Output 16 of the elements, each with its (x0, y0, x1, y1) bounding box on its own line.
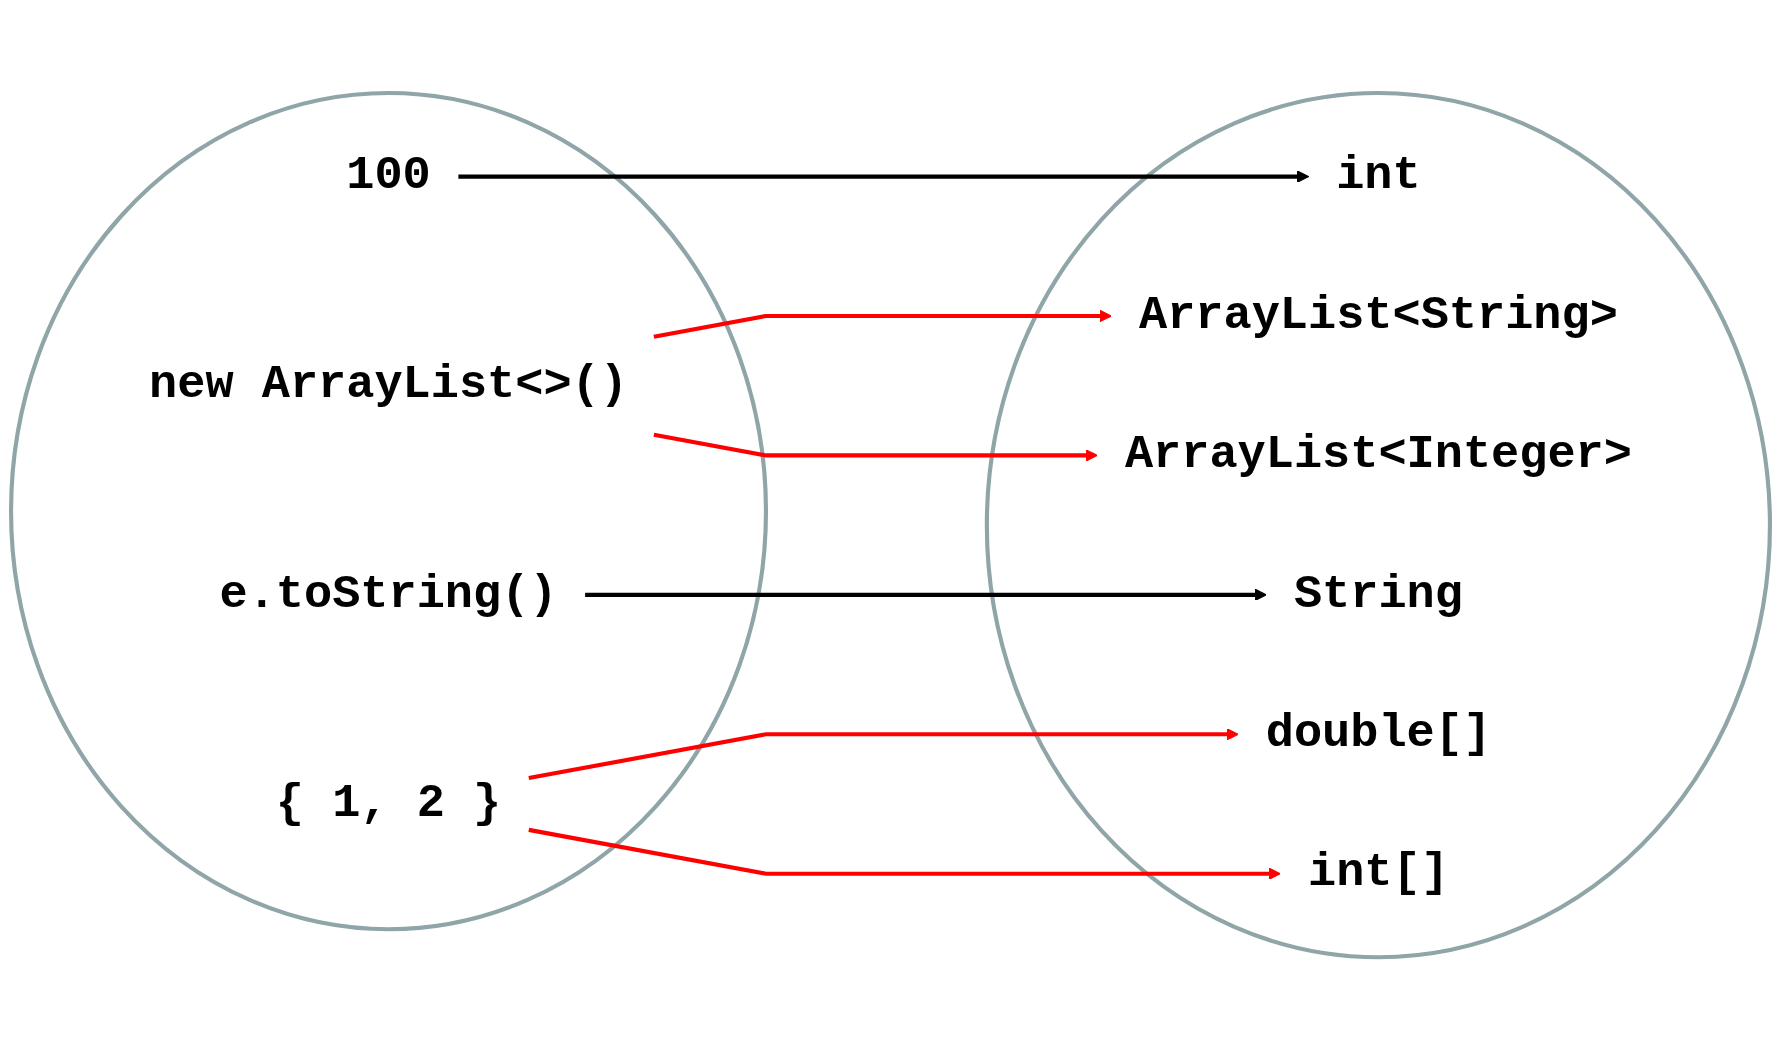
node-text: new ArrayList<>() (149, 359, 628, 412)
arrow (528, 728, 1239, 781)
arrow (585, 589, 1267, 602)
arrow (528, 828, 1281, 881)
node-text: e.toString() (219, 568, 558, 621)
node-text: 100 (346, 150, 431, 203)
arrow (458, 170, 1310, 183)
arrow (653, 310, 1112, 340)
node-text: ArrayList<Integer> (1124, 428, 1632, 482)
node-text: String (1293, 568, 1463, 621)
node-text: ArrayList<String> (1138, 289, 1618, 342)
arrow (653, 433, 1098, 462)
node-text: int (1336, 150, 1421, 203)
node-text: double[] (1265, 707, 1492, 761)
node-text: int[] (1307, 847, 1449, 900)
node-text: { 1, 2 } (275, 777, 502, 830)
